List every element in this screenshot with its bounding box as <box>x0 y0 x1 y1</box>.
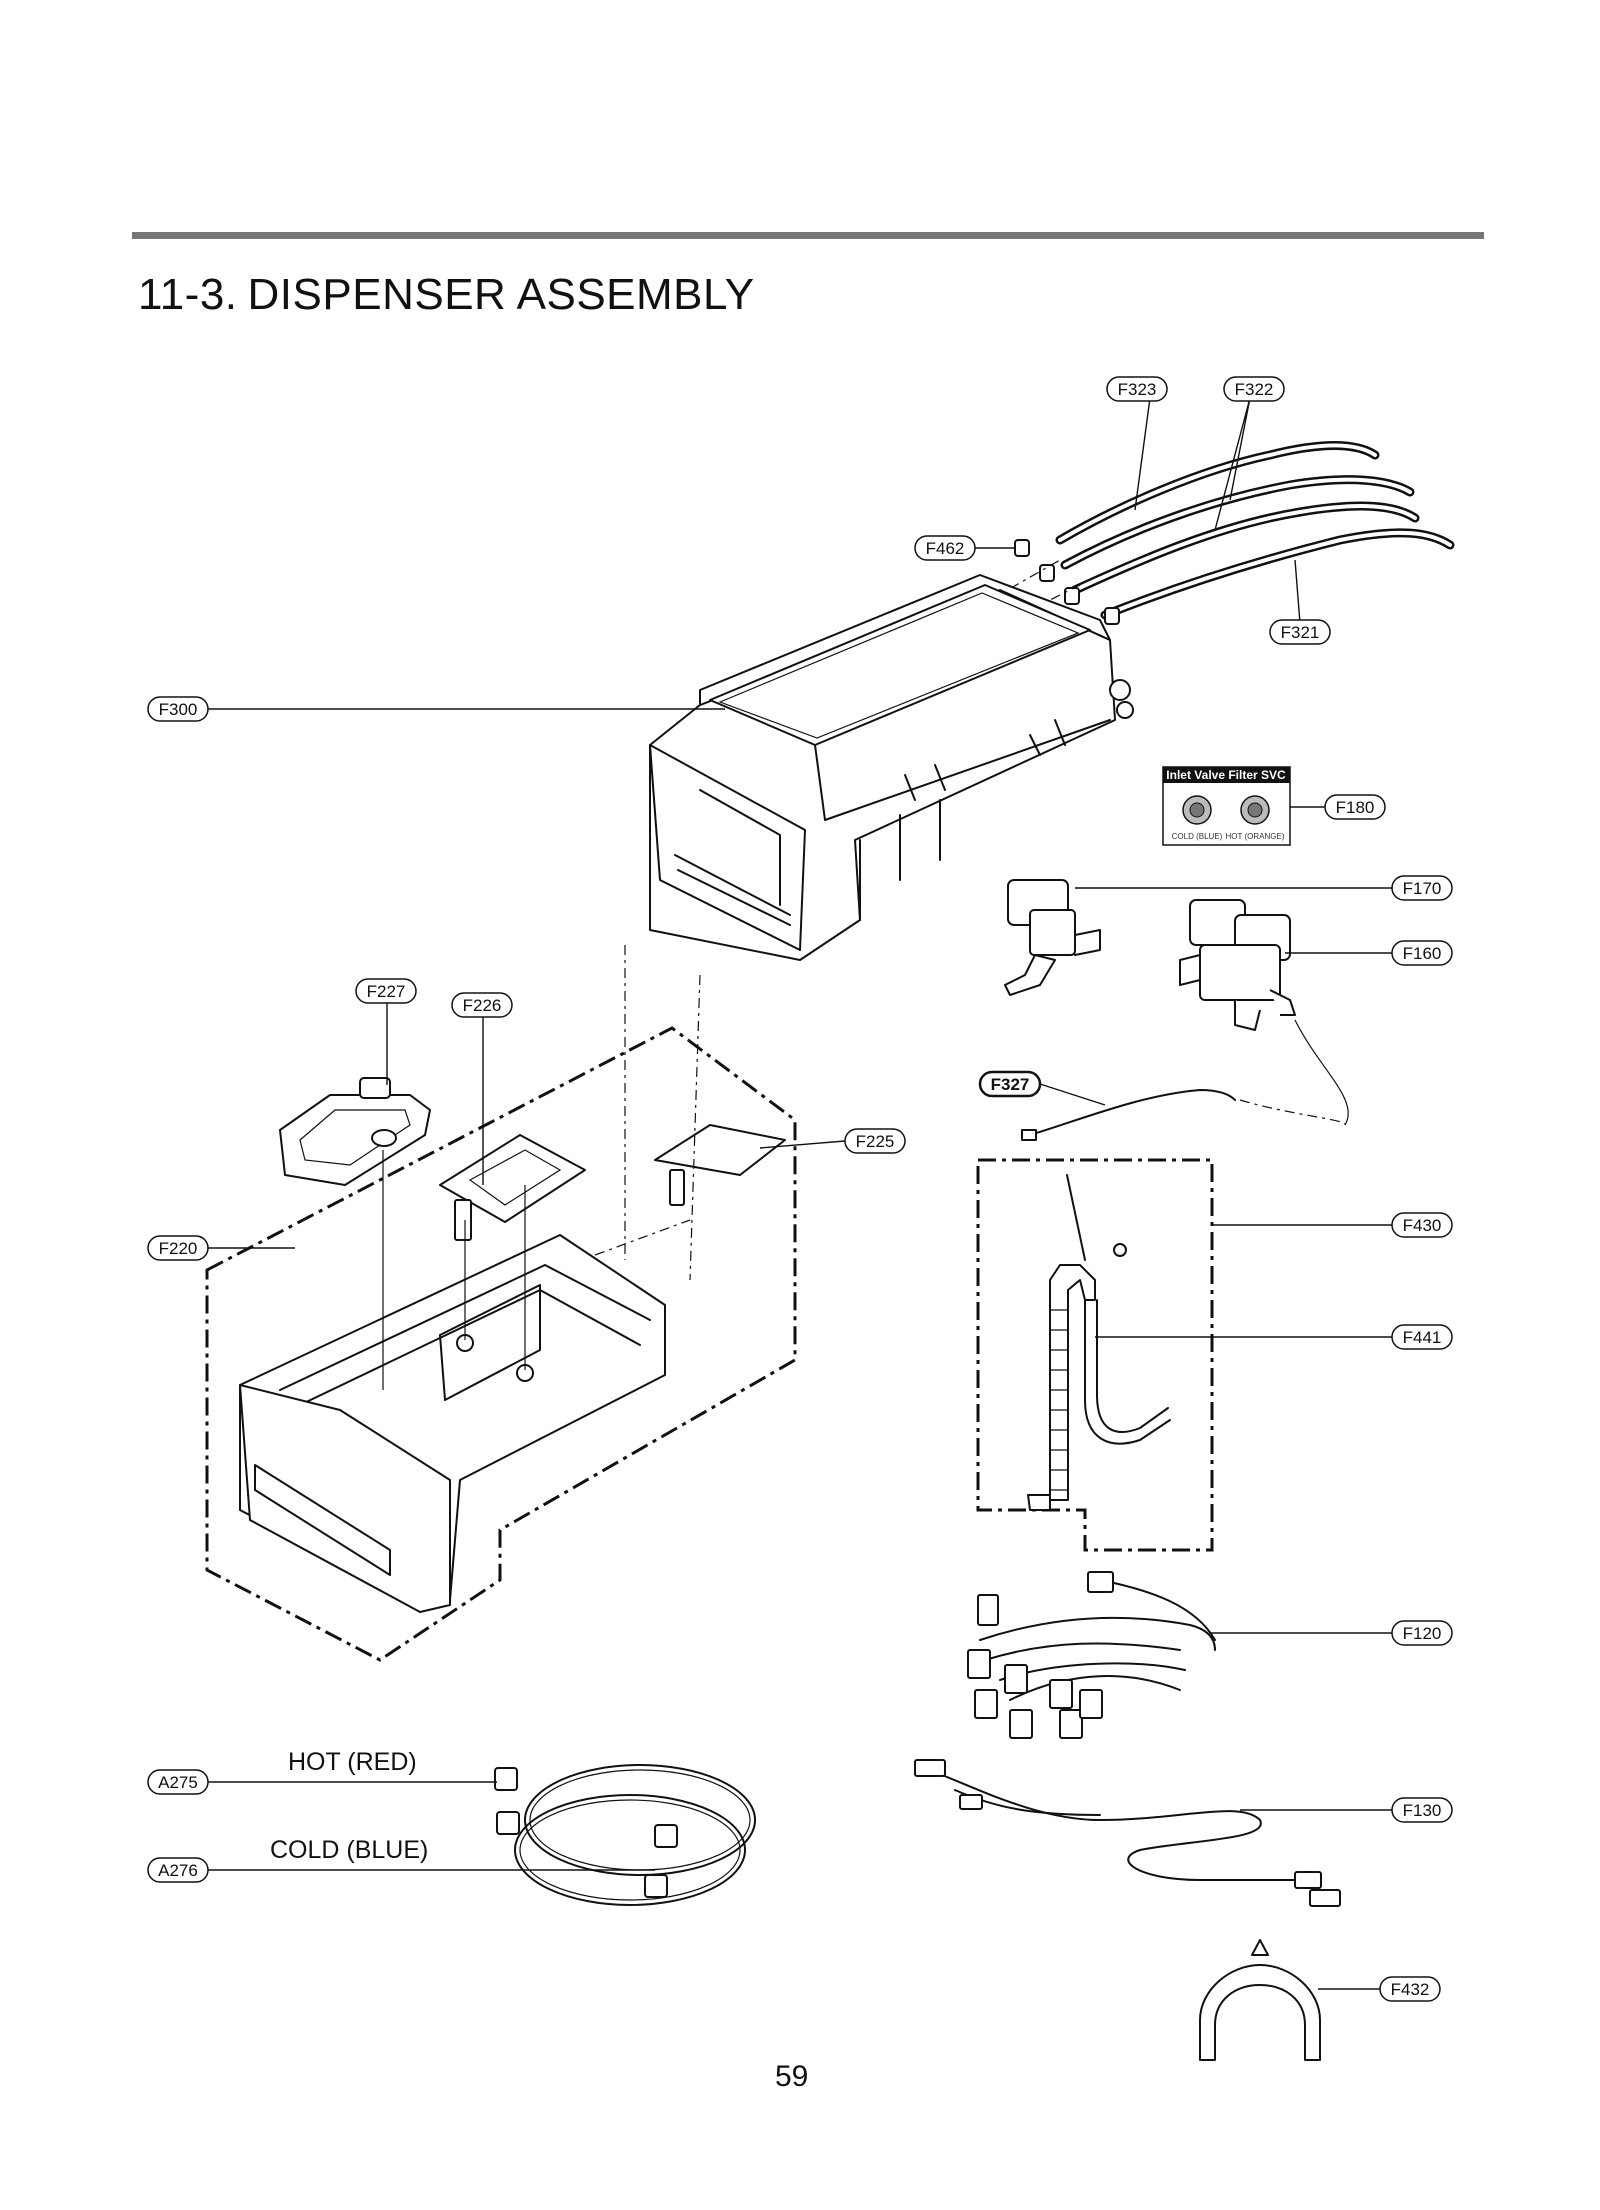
clip-f432-drawing <box>1199 1939 1321 2061</box>
callout-f130-label: F130 <box>1403 1801 1442 1820</box>
dispenser-housing-drawing <box>649 574 1134 961</box>
callout-a276: A276 <box>147 1857 209 1883</box>
callout-f227-label: F227 <box>367 982 406 1001</box>
callout-f220-label: F220 <box>159 1239 198 1258</box>
callout-f462: F462 <box>914 535 976 561</box>
harness-f130-drawing <box>914 1759 1341 1907</box>
callout-f180-label: F180 <box>1336 798 1375 817</box>
inlet-filter-title: Inlet Valve Filter SVC <box>1166 768 1286 782</box>
callout-a275-label: A275 <box>158 1773 198 1792</box>
callout-f225-label: F225 <box>856 1132 895 1151</box>
hot-hose-label: HOT (RED) <box>288 1748 417 1776</box>
callout-f130: F130 <box>1391 1797 1453 1823</box>
callout-f441: F441 <box>1391 1324 1453 1350</box>
callout-f430-label: F430 <box>1403 1216 1442 1235</box>
inlet-filter-box: Inlet Valve Filter SVC COLD (BLUE) HOT (… <box>1162 766 1291 846</box>
leader-lines <box>208 397 1392 1990</box>
callout-f220: F220 <box>147 1235 209 1261</box>
callout-f226-label: F226 <box>463 996 502 1015</box>
callout-f227: F227 <box>355 978 417 1004</box>
callout-f321: F321 <box>1269 619 1331 645</box>
inlet-valves-drawing <box>1004 879 1349 1126</box>
callout-f226: F226 <box>451 992 513 1018</box>
page-title: 11-3.DISPENSER ASSEMBLY <box>138 270 755 320</box>
callout-f327-label: F327 <box>991 1075 1030 1094</box>
callout-f432-label: F432 <box>1391 1980 1430 1999</box>
callout-f170-label: F170 <box>1403 879 1442 898</box>
section-title: DISPENSER ASSEMBLY <box>247 270 755 319</box>
callout-f160-label: F160 <box>1403 944 1442 963</box>
inlet-filter-hot-label: HOT (ORANGE) <box>1226 832 1285 841</box>
callout-f321-label: F321 <box>1281 623 1320 642</box>
header-rule <box>132 232 1484 239</box>
harness-f120-drawing <box>967 1571 1216 1739</box>
callout-f322: F322 <box>1223 376 1285 402</box>
callout-f430: F430 <box>1391 1212 1453 1238</box>
callout-f160: F160 <box>1391 940 1453 966</box>
callout-f432: F432 <box>1379 1976 1441 2002</box>
callout-f462-label: F462 <box>926 539 965 558</box>
supply-hoses-drawing <box>494 1764 756 1906</box>
callout-f300-label: F300 <box>159 700 198 719</box>
pressure-hose-group <box>976 1158 1214 1552</box>
inlet-filter-cold-label: COLD (BLUE) <box>1172 832 1223 841</box>
callout-f120: F120 <box>1391 1620 1453 1646</box>
callout-f322-label: F322 <box>1235 380 1274 399</box>
callout-f323: F323 <box>1106 376 1168 402</box>
callout-a276-label: A276 <box>158 1861 198 1880</box>
callout-f323-label: F323 <box>1118 380 1157 399</box>
callout-f300: F300 <box>147 696 209 722</box>
callout-f180: F180 <box>1324 794 1386 820</box>
callout-f120-label: F120 <box>1403 1624 1442 1643</box>
page-number: 59 <box>775 2060 809 2093</box>
callout-f441-label: F441 <box>1403 1328 1442 1347</box>
cold-hose-label: COLD (BLUE) <box>270 1836 428 1864</box>
callout-a275: A275 <box>147 1769 209 1795</box>
drain-hoses-drawing <box>989 441 1455 625</box>
callout-f225: F225 <box>844 1128 906 1154</box>
wire-f327-drawing <box>1021 1089 1346 1141</box>
callout-f170: F170 <box>1391 875 1453 901</box>
callout-f327: F327 <box>978 1070 1042 1098</box>
drawer-assembly-group <box>205 945 797 1662</box>
section-number: 11-3. <box>138 270 238 319</box>
